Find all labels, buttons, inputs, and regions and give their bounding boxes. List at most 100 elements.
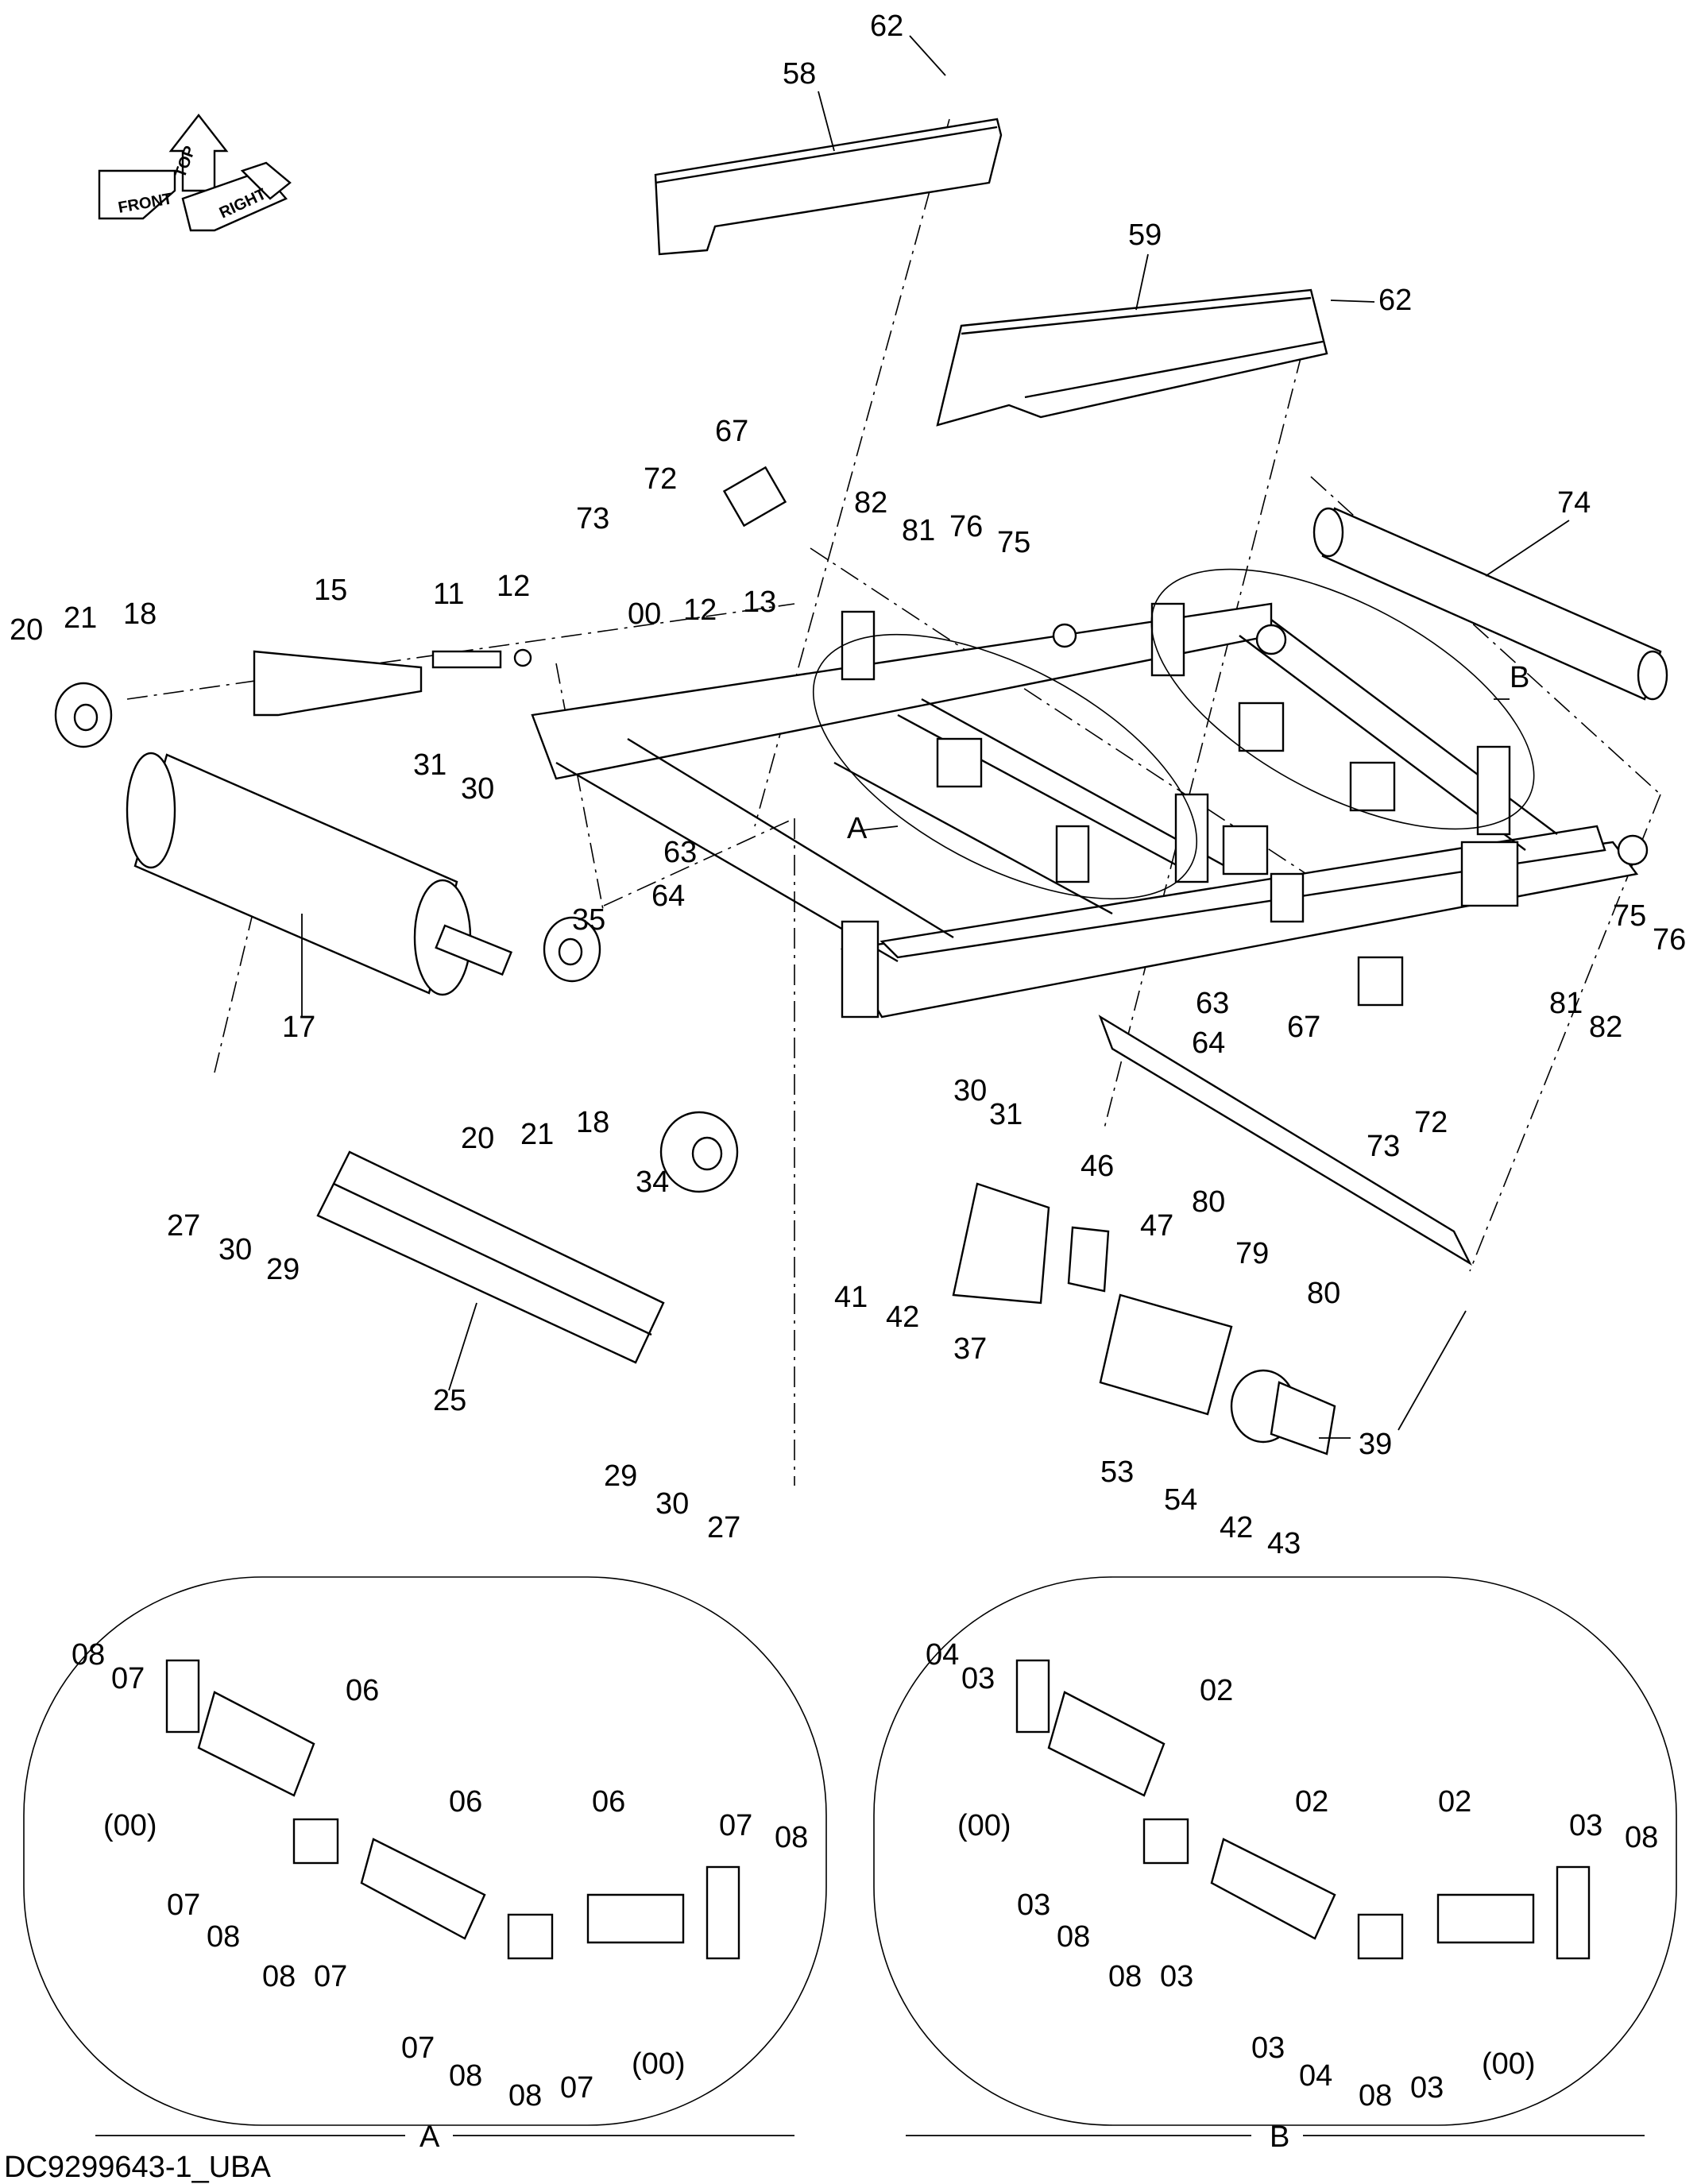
callout: 08 xyxy=(1625,1821,1658,1854)
detail-a-outline xyxy=(812,633,1198,900)
part-34-coupling xyxy=(659,1111,739,1193)
callout: 27 xyxy=(707,1511,740,1544)
callout: 34 xyxy=(636,1165,669,1199)
callout: 74 xyxy=(1557,486,1591,520)
callout: (00) xyxy=(632,2047,686,2081)
section-b-label: B xyxy=(1270,2120,1289,2154)
callout: 46 xyxy=(1081,1150,1114,1183)
callout: 02 xyxy=(1438,1785,1471,1819)
part-11-bolt xyxy=(431,650,502,669)
callout: 62 xyxy=(870,10,903,43)
callout: 30 xyxy=(655,1487,689,1521)
callout: 08 xyxy=(508,2079,542,2112)
callout: 30 xyxy=(461,772,494,806)
callout: 07 xyxy=(560,2071,593,2105)
part-25-roller xyxy=(316,1150,665,1364)
part-79-guard xyxy=(1098,1015,1472,1266)
part-18-bearing-left xyxy=(54,682,113,748)
callout: 11 xyxy=(433,578,464,611)
callout: 08 xyxy=(262,1960,296,1993)
section-labels: A B xyxy=(95,2120,1645,2154)
drawing-id: DC9299643-1_UBA xyxy=(4,2151,272,2184)
part-39-motor xyxy=(1230,1369,1336,1455)
main-frame xyxy=(531,602,1649,1019)
callout: 03 xyxy=(961,1662,995,1695)
callout: 63 xyxy=(1196,987,1229,1020)
main-callouts: 62 58 59 62 67 72 73 82 81 76 75 74 20 2… xyxy=(10,10,1686,1560)
callout: 82 xyxy=(1589,1011,1622,1044)
callout: 08 xyxy=(1108,1960,1142,1993)
callout: 75 xyxy=(1613,899,1646,933)
callout: 07 xyxy=(167,1888,200,1922)
callout: 08 xyxy=(1359,2079,1392,2112)
callout: 17 xyxy=(282,1011,315,1044)
detail-b-panel: 04 03 02 (00) 02 02 03 08 03 08 08 03 03… xyxy=(873,1576,1677,2126)
callout: 03 xyxy=(1017,1888,1050,1922)
detail-b-outline xyxy=(1150,568,1535,830)
assembly-guide-lines xyxy=(126,118,1661,1486)
callout: 80 xyxy=(1192,1185,1225,1219)
callout: 21 xyxy=(520,1118,554,1151)
callout: 35 xyxy=(572,903,605,937)
callout: 06 xyxy=(346,1674,379,1707)
callout: 03 xyxy=(1251,2031,1285,2065)
callout: 30 xyxy=(953,1074,987,1107)
callout: 20 xyxy=(10,613,43,647)
callout: 07 xyxy=(719,1809,752,1842)
callout: 31 xyxy=(413,748,447,782)
part-17-drum xyxy=(126,752,513,996)
callout: 64 xyxy=(1192,1026,1225,1060)
callout: 08 xyxy=(72,1638,105,1672)
callout: 81 xyxy=(902,514,935,547)
callout: 72 xyxy=(1414,1106,1448,1139)
orientation-arrows-icon: FRONT TOP RIGHT xyxy=(98,114,292,232)
callout: 39 xyxy=(1359,1428,1392,1461)
callout: 08 xyxy=(775,1821,808,1854)
callout: 00 xyxy=(628,597,661,631)
callout: 02 xyxy=(1295,1785,1328,1819)
callout: (00) xyxy=(103,1809,157,1842)
callout: 12 xyxy=(497,570,530,603)
part-15-take-up xyxy=(253,650,423,717)
callout: 63 xyxy=(663,836,697,869)
callout: 04 xyxy=(926,1638,959,1672)
callout: 76 xyxy=(949,510,983,543)
part-46-plate xyxy=(1067,1226,1110,1293)
callout: 54 xyxy=(1164,1483,1197,1517)
callout: 75 xyxy=(997,526,1030,559)
callout: 59 xyxy=(1128,218,1162,252)
part-74-roller xyxy=(1312,507,1668,701)
callout: 29 xyxy=(604,1459,637,1493)
callout: 04 xyxy=(1299,2059,1332,2093)
callout: 80 xyxy=(1307,1277,1340,1310)
part-12-washer xyxy=(513,648,532,667)
callout: 81 xyxy=(1549,987,1583,1020)
detail-a-panel: 08 07 06 (00) 06 06 07 08 07 08 08 07 07… xyxy=(23,1576,827,2126)
callout: 76 xyxy=(1653,923,1686,957)
callout: 08 xyxy=(449,2059,482,2093)
part-58-plate xyxy=(654,118,1003,256)
part-18-bearing-right xyxy=(543,916,601,983)
callout: 72 xyxy=(644,462,677,496)
callout: 64 xyxy=(651,879,685,913)
callout: 73 xyxy=(576,502,609,535)
callout: 06 xyxy=(449,1785,482,1819)
part-67-cap-lower xyxy=(1357,956,1404,1007)
callout: 42 xyxy=(886,1301,919,1334)
callout: 21 xyxy=(64,601,97,635)
callout: 82 xyxy=(854,486,887,520)
callout: 58 xyxy=(783,57,816,91)
part-53-cover xyxy=(1099,1293,1233,1416)
callout: 18 xyxy=(576,1106,609,1139)
callout: 15 xyxy=(314,574,347,607)
callout: 12 xyxy=(683,593,717,627)
callout: 03 xyxy=(1410,2071,1444,2105)
callout: A xyxy=(847,812,868,845)
callout: 07 xyxy=(111,1662,145,1695)
callout: (00) xyxy=(957,1809,1011,1842)
part-37-plate xyxy=(952,1182,1050,1305)
callout: 08 xyxy=(207,1920,240,1954)
section-a-label: A xyxy=(419,2120,440,2154)
callout: 13 xyxy=(743,586,776,619)
